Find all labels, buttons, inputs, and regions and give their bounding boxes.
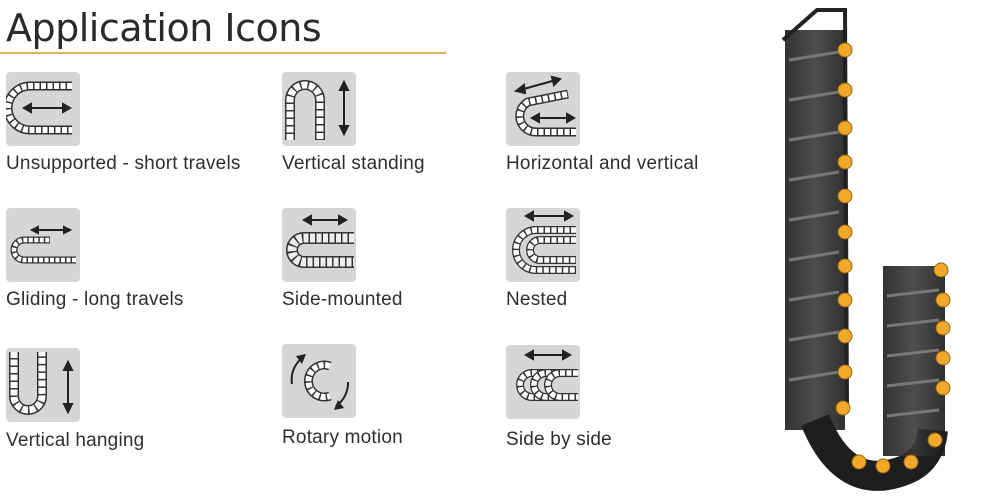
side-by-side-icon (506, 345, 580, 419)
label-unsupported: Unsupported - short travels (6, 153, 241, 174)
side-mounted-icon (282, 208, 356, 282)
cable-chain-image (755, 0, 1000, 494)
label-gliding: Gliding - long travels (6, 289, 184, 310)
label-nested: Nested (506, 289, 568, 310)
label-vertical-standing: Vertical standing (282, 153, 425, 174)
label-side-by-side: Side by side (506, 429, 612, 450)
rotary-motion-icon (282, 344, 356, 418)
label-side-mounted: Side-mounted (282, 289, 403, 310)
label-rotary-motion: Rotary motion (282, 427, 403, 448)
nested-icon (506, 208, 580, 282)
label-horizontal-vertical: Horizontal and vertical (506, 153, 699, 174)
vertical-standing-icon (282, 72, 356, 146)
vertical-hanging-icon (6, 348, 80, 422)
title-underline (0, 52, 446, 54)
horizontal-vertical-icon (506, 72, 580, 146)
label-vertical-hanging: Vertical hanging (6, 430, 145, 451)
unsupported-icon (6, 72, 80, 146)
page-title: Application Icons (6, 6, 322, 50)
gliding-icon (6, 208, 80, 282)
